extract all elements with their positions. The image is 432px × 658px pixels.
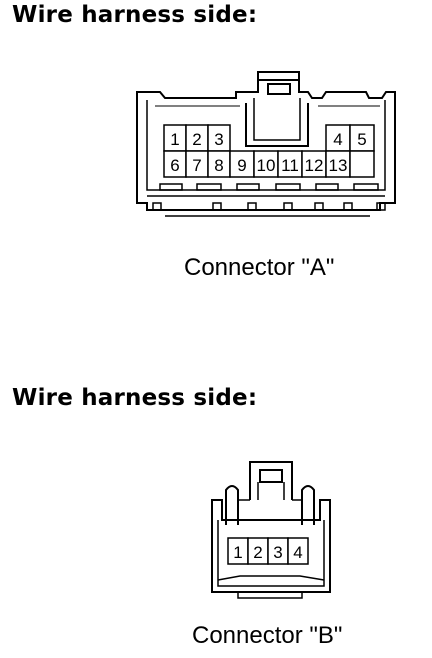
connector-a-pin-label: 13 <box>329 156 348 175</box>
connector-b-housing <box>211 499 331 593</box>
connector-a-pin-label: 3 <box>214 130 223 149</box>
connector-b-pin-label: 2 <box>253 543 262 562</box>
connector-b-pin-label: 4 <box>293 543 302 562</box>
connector-a-pin-grid <box>163 124 375 178</box>
connector-b-right-post <box>301 485 315 525</box>
connector-a-pin-cell <box>229 150 255 178</box>
connector-b-caption: Connector "B" <box>192 622 343 649</box>
connector-a-caption: Connector "A" <box>184 254 335 281</box>
section-b-heading: Wire harness side: <box>12 385 258 411</box>
connector-a-pin-label: 5 <box>357 130 366 149</box>
connector-a-pin-labels: 1 2 3 4 5 6 7 8 9 10 11 12 13 <box>170 130 366 175</box>
connector-a-pin-cell <box>349 124 375 152</box>
connector-b-pin-label: 3 <box>273 543 282 562</box>
connector-a-pin-label: 1 <box>170 130 179 149</box>
connector-a-pin-label: 6 <box>170 156 179 175</box>
connector-a-pin-label: 9 <box>237 156 246 175</box>
connector-b-left-post <box>225 485 239 525</box>
connector-b-lock <box>249 461 293 500</box>
connector-a-lock <box>257 71 300 80</box>
connector-a-pin-label: 10 <box>257 156 276 175</box>
connector-a-lock-window <box>267 83 291 95</box>
connector-b <box>211 461 331 599</box>
connector-b-pin-grid <box>227 537 309 565</box>
section-a-heading: Wire harness side: <box>12 2 258 28</box>
connector-a-latch-slot <box>245 103 309 147</box>
connector-b-pin-labels: 1 2 3 4 <box>233 543 302 562</box>
connector-a-pin-label: 4 <box>333 130 342 149</box>
connector-a-pin-cell <box>253 150 279 178</box>
connector-b-lock-window <box>259 469 283 483</box>
connector-a-pin-label: 2 <box>192 130 201 149</box>
connector-b-pin-cell <box>287 537 309 565</box>
connector-a-pin-cell <box>277 150 303 178</box>
connector-a-pin-cell <box>325 150 351 178</box>
connector-a-pin-label: 12 <box>305 156 324 175</box>
connector-a-pin-label: 7 <box>192 156 201 175</box>
connector-a-pin-label: 8 <box>214 156 223 175</box>
connector-b-pin-label: 1 <box>233 543 242 562</box>
connector-a <box>136 71 396 217</box>
connector-a-pin-cell <box>349 150 375 178</box>
connector-a-pin-label: 11 <box>281 156 299 175</box>
